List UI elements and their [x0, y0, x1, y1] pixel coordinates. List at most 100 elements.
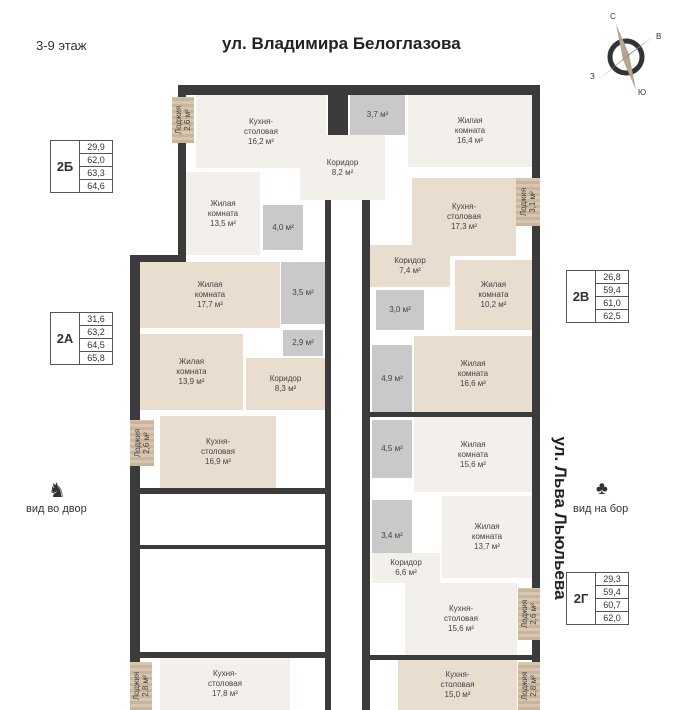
apartment-code: 2Г	[567, 573, 596, 624]
loggia-area: 2,6 м²	[142, 432, 151, 454]
view-right: вид на бор	[573, 503, 629, 515]
area-value: 62,0	[603, 613, 621, 623]
room-name: Жилая комната	[454, 116, 486, 135]
room-area: 13,5 м²	[210, 218, 236, 228]
room-bathroom: 3,5 м²	[281, 262, 325, 324]
wall	[140, 652, 330, 658]
loggia-label: Лоджия	[174, 105, 183, 135]
wall	[178, 85, 186, 260]
apartment-code: 2Б	[51, 141, 80, 192]
room-area: 16,6 м²	[460, 379, 486, 388]
apartment-code: 2А	[51, 313, 80, 364]
room-area: 15,6 м²	[448, 624, 474, 633]
compass-e: В	[656, 32, 662, 41]
area-value: 64,5	[80, 339, 112, 352]
loggia-area: 2,8 м²	[529, 675, 538, 697]
room-name: Жилая комната	[457, 439, 489, 459]
room-name: Кухня- столовая	[444, 604, 478, 623]
wall	[532, 85, 540, 710]
compass-s: Ю	[638, 88, 647, 97]
room-bathroom: 4,0 м²	[263, 205, 303, 250]
room-area: 13,9 м²	[178, 377, 205, 386]
area-value: 62,0	[80, 154, 112, 167]
room-name: Жилая комната	[176, 357, 207, 376]
rocking-horse-icon: ♞	[48, 480, 66, 502]
room-name: Кухня- столовая	[440, 670, 475, 689]
room-bathroom: 4,5 м²	[372, 420, 412, 478]
area-value: 62,5	[603, 311, 621, 321]
area-value: 65,8	[87, 353, 105, 363]
room-area: 6,6 м²	[395, 568, 417, 577]
room-area: 3,0 м²	[389, 305, 411, 314]
compass-w: З	[590, 72, 595, 81]
shaft	[328, 95, 348, 135]
room-name: Коридор	[269, 374, 302, 383]
room-name: Коридор	[390, 558, 422, 567]
area-value: 29,3	[596, 573, 628, 586]
floor-label: 3-9 этаж	[36, 38, 87, 53]
room-name: Кухня- столовая	[447, 202, 481, 221]
area-value: 64,6	[87, 181, 105, 191]
area-value: 26,8	[596, 271, 628, 284]
loggia-label: Лоджия	[520, 599, 529, 629]
loggia-area: 2,8 м²	[141, 675, 150, 697]
loggia-area: 3,1 м²	[528, 191, 537, 213]
room-area: 15,6 м²	[460, 459, 486, 469]
room-area: 16,9 м²	[205, 457, 231, 466]
wall	[370, 412, 532, 417]
room-name: Кухня- столовая	[201, 437, 235, 456]
loggia-label: Лоджия	[520, 671, 529, 701]
area-value: 61,0	[596, 297, 628, 310]
wall	[130, 255, 186, 262]
apartment-code: 2В	[567, 271, 596, 322]
room-bathroom: 4,9 м²	[372, 345, 412, 412]
pine-trees-icon: ♣	[596, 478, 608, 498]
room-bathroom: 3,0 м²	[376, 290, 424, 330]
room-area: 16,2 м²	[248, 136, 274, 146]
area-value: 63,3	[80, 167, 112, 180]
room-area: 4,0 м²	[272, 222, 294, 232]
compass-n: С	[610, 12, 616, 21]
room-name: Жилая комната	[478, 280, 509, 299]
room-area: 8,2 м²	[331, 167, 354, 177]
room-area: 3,7 м²	[366, 110, 389, 119]
loggia-area: 2,6 м²	[529, 603, 538, 625]
room-bathroom: 3,7 м²	[350, 95, 405, 135]
area-value: 59,4	[596, 284, 628, 297]
room-area: 17,7 м²	[197, 300, 223, 309]
area-value: 59,4	[596, 586, 628, 599]
area-value: 60,7	[596, 599, 628, 612]
view-left: вид во двор	[26, 503, 87, 515]
room-name: Жилая комната	[194, 280, 226, 299]
room-name: Коридор	[326, 157, 359, 167]
wall	[362, 170, 370, 710]
wall	[325, 200, 331, 710]
room-bathroom: 2,9 м²	[283, 330, 323, 356]
room-area: 16,4 м²	[457, 136, 483, 145]
room-name: Жилая комната	[457, 359, 489, 378]
loggia-area: 2,6 м²	[183, 109, 192, 131]
wall	[140, 488, 330, 494]
room-area: 17,3 м²	[451, 222, 477, 231]
loggia-label: Лоджия	[132, 671, 141, 701]
room-area: 2,9 м²	[292, 338, 314, 347]
